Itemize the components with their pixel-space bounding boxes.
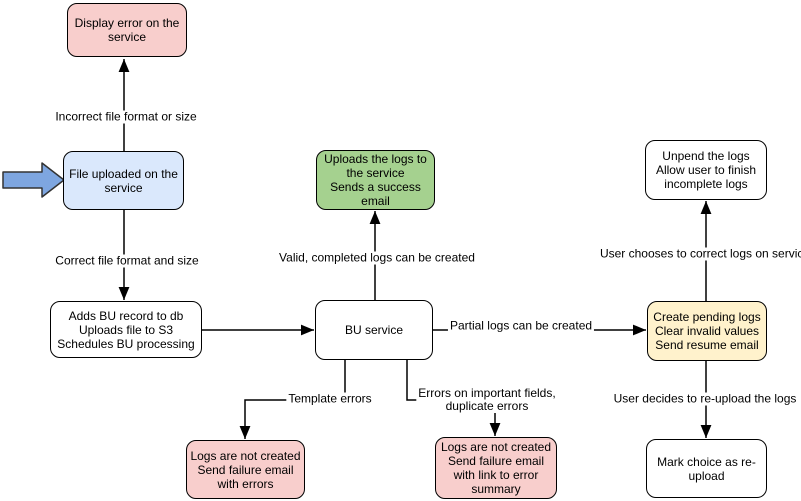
node-mark-reupload: Mark choice as re- upload <box>646 439 767 498</box>
node-logs-not-created-errors: Logs are not created Send failure email … <box>186 440 305 499</box>
node-display-error: Display error on the service <box>67 3 187 57</box>
edge-label-partial-logs: Partial logs can be created <box>447 318 595 333</box>
edge-label-valid-completed: Valid, completed logs can be created <box>277 250 477 265</box>
node-adds-bu-record: Adds BU record to db Uploads file to S3 … <box>50 301 202 358</box>
edge-label-incorrect-format: Incorrect file format or size <box>53 109 199 124</box>
node-file-uploaded: File uploaded on the service <box>63 151 184 210</box>
node-logs-not-created-summary: Logs are not created Send failure email … <box>435 437 557 499</box>
edge-label-important-field-errors: Errors on important fields, duplicate er… <box>416 386 558 413</box>
edge-label-correct-format: Correct file format and size <box>53 253 201 268</box>
edge-label-template-errors: Template errors <box>286 391 374 406</box>
node-create-pending-logs: Create pending logs Clear invalid values… <box>647 301 767 361</box>
node-uploads-logs-success: Uploads the logs to the service Sends a … <box>316 150 435 210</box>
edge-label-user-corrects: User chooses to correct logs on service <box>597 247 801 261</box>
edge-label-user-reuploads: User decides to re-upload the logs <box>611 391 799 406</box>
node-bu-service: BU service <box>315 300 433 360</box>
node-unpend-logs: Unpend the logs Allow user to finish inc… <box>645 140 767 200</box>
entry-arrow-icon <box>2 162 65 198</box>
